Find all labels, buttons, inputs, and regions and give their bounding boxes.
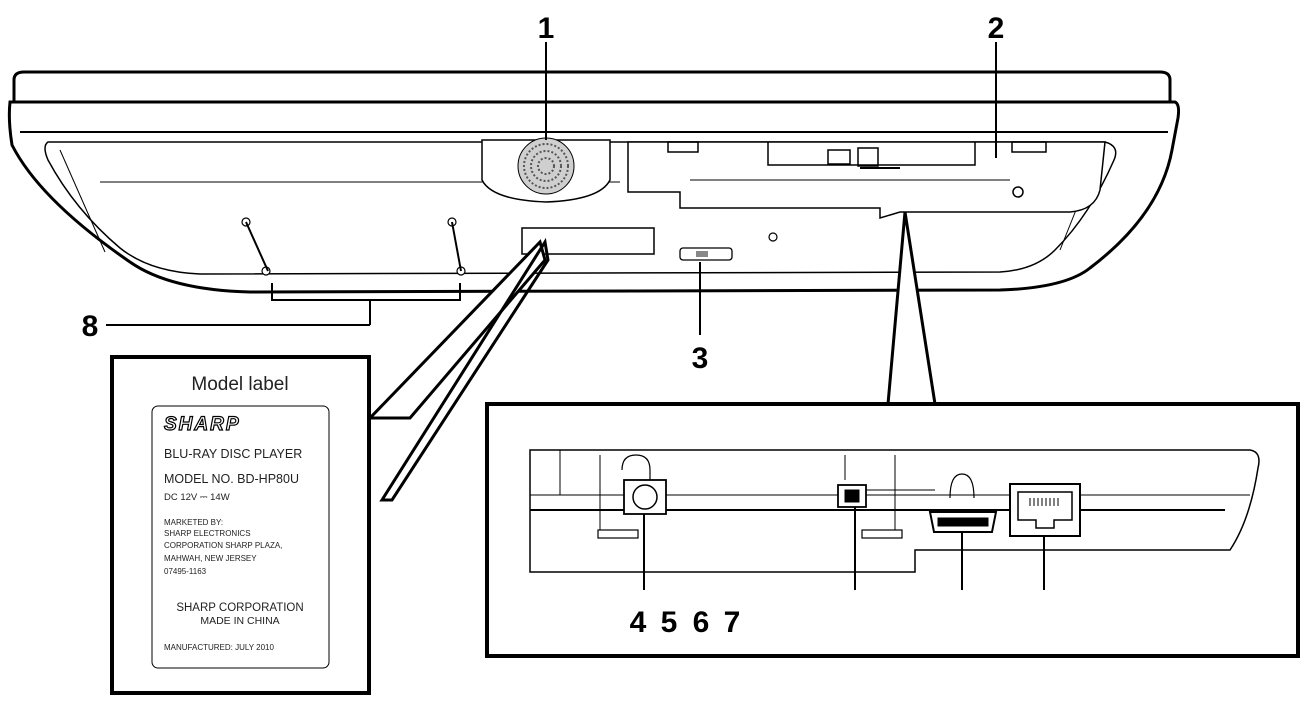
callout-1: 1: [538, 12, 555, 45]
model-label-marketed-3: MAHWAH, NEW JERSEY: [164, 554, 257, 563]
model-label-brand: SHARP: [164, 414, 241, 435]
model-label-marketed-1: SHARP ELECTRONICS: [164, 529, 251, 538]
model-label-corp: SHARP CORPORATION: [176, 602, 303, 614]
model-label-marketed-2: CORPORATION SHARP PLAZA,: [164, 541, 282, 550]
fan-vent: [481, 137, 611, 203]
callout-2: 2: [988, 12, 1005, 45]
model-label-marketed-4: 07495-1163: [164, 567, 207, 576]
model-label-wedge: [366, 237, 550, 502]
model-label-made-in: MADE IN CHINA: [200, 615, 279, 627]
model-label-marketed-0: MARKETED BY:: [164, 518, 223, 527]
callout-7: 7: [724, 606, 741, 639]
callout-6: 6: [693, 606, 710, 639]
model-label-power: DC 12V ⎓ 14W: [164, 492, 230, 503]
connector-bay: [627, 141, 1106, 220]
slide-switch: [679, 247, 733, 261]
model-label-model-no: MODEL NO. BD-HP80U: [164, 472, 299, 486]
callout-3: 3: [692, 342, 709, 375]
model-label-manufactured: MANUFACTURED: JULY 2010: [164, 643, 275, 652]
ports-box: [485, 402, 1300, 658]
model-label-box: [110, 355, 371, 695]
model-label-heading: Model label: [191, 374, 288, 395]
callout-5: 5: [661, 606, 678, 639]
callout-4: 4: [630, 606, 647, 639]
model-label-product: BLU-RAY DISC PLAYER: [164, 447, 302, 461]
callout-8: 8: [82, 310, 99, 343]
leader-lines: [106, 42, 997, 335]
